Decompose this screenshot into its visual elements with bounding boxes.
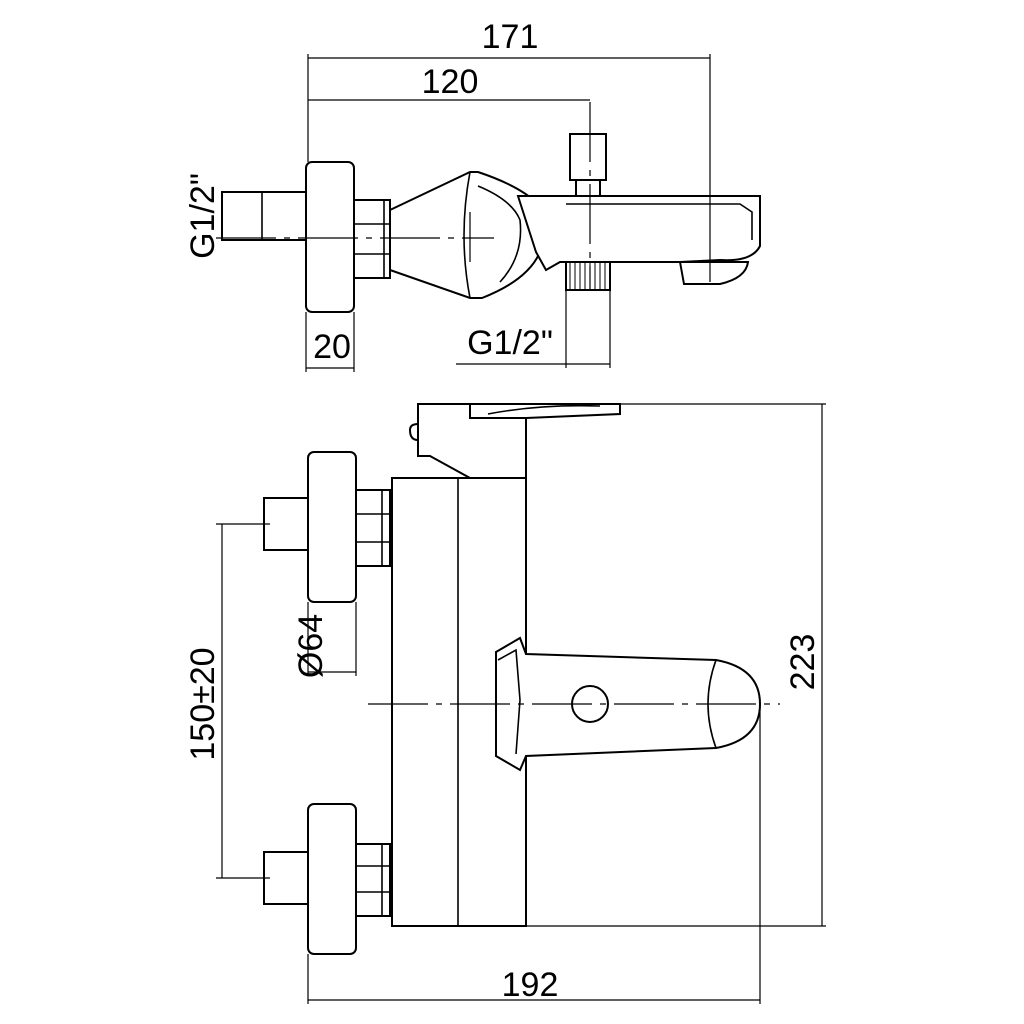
front-lever-handle	[408, 403, 621, 479]
front-lower-inlet	[263, 803, 391, 955]
dim-223: 223	[526, 403, 826, 927]
dim-223-label: 223	[784, 634, 822, 691]
top-threaded-outlet	[565, 261, 611, 291]
top-diverter-knob	[569, 133, 607, 197]
dim-outlet-thread: G1/2"	[456, 290, 611, 368]
top-view: 171 120 G1/2" 20 G1/2"	[184, 18, 761, 372]
dim-inlet-thread-label: G1/2"	[184, 173, 222, 259]
dim-171: 171	[307, 18, 711, 282]
front-upper-inlet	[263, 451, 391, 603]
dim-20: 20	[305, 312, 355, 372]
dim-outlet-thread-label: G1/2"	[467, 324, 553, 362]
dim-120-label: 120	[422, 63, 479, 101]
dim-150: 150±20	[184, 523, 270, 879]
dim-64: Ø64	[292, 602, 357, 678]
top-spout	[516, 195, 761, 285]
top-inlet-pipe	[221, 191, 311, 241]
dim-inlet-thread: G1/2"	[184, 173, 223, 259]
top-mixer-body	[389, 171, 542, 299]
top-wall-flange	[305, 161, 355, 313]
dim-120: 120	[308, 63, 590, 101]
dim-20-label: 20	[313, 328, 351, 366]
top-hex-nut	[353, 199, 391, 279]
dim-150-label: 150±20	[184, 647, 222, 760]
dim-192-label: 192	[502, 966, 559, 1004]
dim-171-label: 171	[482, 18, 539, 56]
dim-64-label: Ø64	[292, 614, 330, 678]
dim-192: 192	[307, 704, 761, 1004]
front-view: Ø64 150±20 223 192	[184, 403, 826, 1004]
